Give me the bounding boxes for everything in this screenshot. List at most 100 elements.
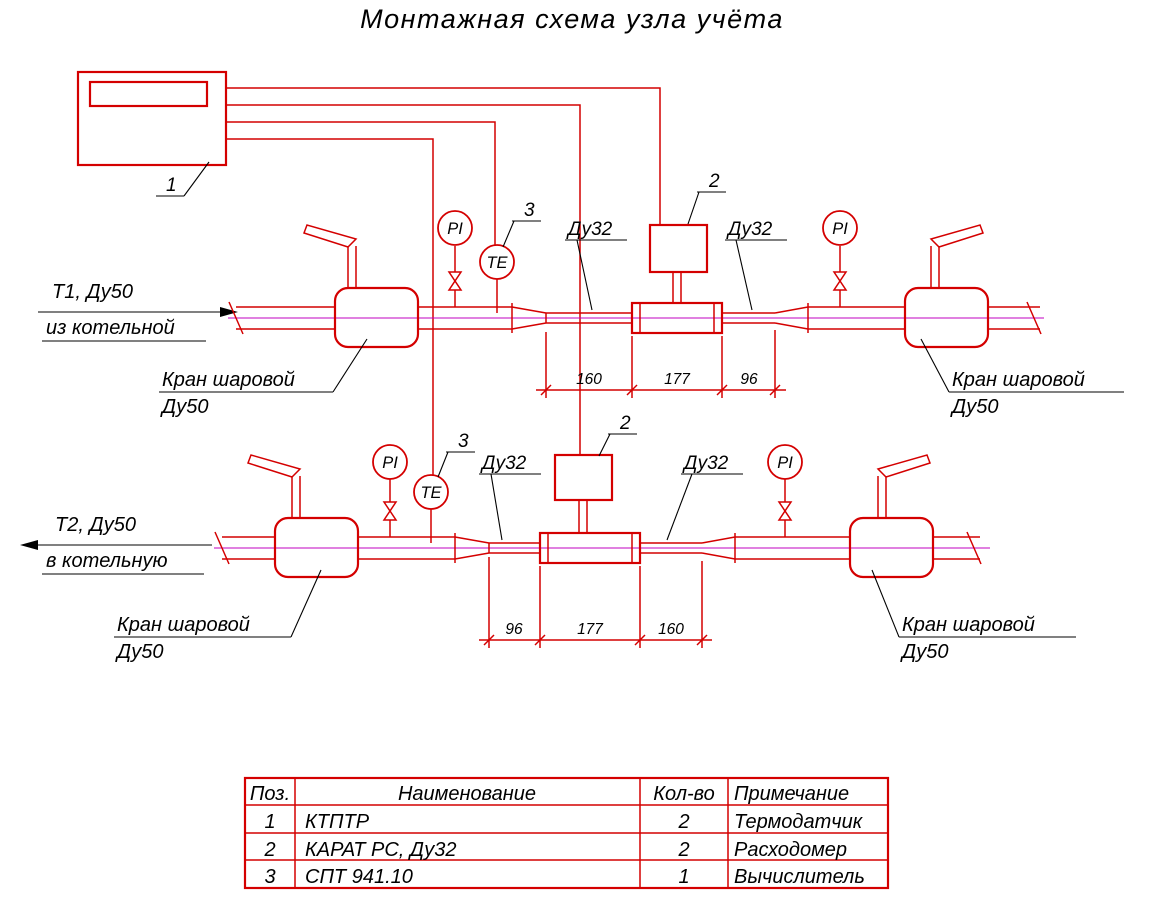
spec-table: Поз. Наименование Кол-во Примечание 1 КТ… [243,776,890,890]
te-sensor: TE 3 [479,200,541,313]
valve-callout: Кран шаровой [117,614,250,636]
supply-flow-sublabel: из котельной [46,317,175,339]
flowmeter-electronics [553,453,614,502]
cell-qty: 2 [677,811,689,833]
te-circle [413,474,449,510]
return-flow-arrowhead [20,540,38,550]
cell-pos: 1 [264,811,275,833]
valve-handle [929,224,984,248]
pi-circle [822,210,858,246]
flowmeter-body [630,301,724,335]
ball-valve-body [903,286,990,349]
ref-label-te: 3 [458,431,469,452]
wire-flowmeter-supply [226,87,661,225]
ref-label-te: 3 [524,200,535,221]
pi-label: PI [777,454,793,472]
dim-tick [534,634,546,646]
valve-handle [303,224,358,248]
du32-label: Ду32 [682,453,729,474]
drawing-title: Монтажная схема узла учёта [360,4,784,34]
ref-leader [290,569,322,638]
heat-computer: 1 [76,70,228,197]
expander [701,552,736,560]
pi-circle [372,444,408,480]
dimension-chain: 96 177 160 [479,557,712,648]
supply-flow-label: T1, Ду50 [52,281,133,303]
pi-label: PI [832,220,848,238]
reducer [511,306,547,314]
du32-label: Ду32 [480,453,527,474]
dim-tick [483,634,495,646]
cell-note: Вычислитель [734,866,865,888]
reducer [454,536,490,544]
table-row: 1 КТПТР 2 Термодатчик [264,811,863,833]
dim-value: 177 [664,371,691,388]
pi-gauge: PI [767,444,803,537]
ball-valve-body [333,286,420,349]
dim-value: 160 [658,621,684,638]
cell-name: СПТ 941.10 [305,866,413,888]
signal-wires [226,87,661,476]
ref-leader [490,473,503,541]
pi-gauge: PI [822,210,858,307]
valve-handle [247,454,302,478]
dim-tick [634,634,646,646]
table-row: 2 КАРАТ РС, Ду32 2 Расходомер [263,839,847,861]
table-row: 3 СПТ 941.10 1 Вычислитель [264,866,864,888]
flowmeter-electronics [648,223,709,274]
ref-leader [735,239,753,311]
dim-tick [716,384,728,396]
wire-flowmeter-return [226,104,581,455]
te-label: TE [486,254,508,272]
pi-label: PI [382,454,398,472]
cell-qty: 2 [677,839,689,861]
ref-leader [666,473,693,541]
wire-te-supply [226,121,496,246]
cell-name: КТПТР [305,811,370,833]
gauge-valve-icon [777,509,793,521]
dim-value: 96 [505,621,523,638]
return-flow-label: T2, Ду50 [55,514,136,536]
ref-leader [183,161,210,197]
ball-valve-body [848,516,935,579]
cell-name: КАРАТ РС, Ду32 [305,839,456,861]
dim-tick [540,384,552,396]
pi-label: PI [447,220,463,238]
dimension-chain: 160 177 96 [536,330,786,398]
valve-callout-size: Ду50 [160,396,209,418]
return-flow-sublabel: в котельную [46,550,168,572]
ref-leader [332,338,368,393]
cell-pos: 2 [263,839,275,861]
cell-note: Термодатчик [734,811,864,833]
table-header-name: Наименование [398,783,536,805]
valve-callout: Кран шаровой [162,369,295,391]
gauge-valve-icon [447,279,463,291]
pipe-break [966,531,982,565]
cell-note: Расходомер [734,839,847,861]
dim-value: 96 [740,371,758,388]
ref-label-computer: 1 [166,175,177,196]
ref-leader [437,451,449,478]
cell-qty: 1 [678,866,689,888]
ref-leader [576,239,593,311]
ref-label-flowmeter: 2 [619,413,631,434]
valve-callout-size: Ду50 [115,641,164,663]
ref-leader [502,220,515,248]
expander [774,322,809,330]
pipeline-return: T2, Ду50 в котельную [20,413,1076,663]
flowmeter-body [538,531,642,565]
dim-tick [696,634,708,646]
dim-tick [769,384,781,396]
reducer [454,552,490,560]
gauge-valve-icon [832,279,848,291]
pi-gauge: PI [437,210,473,307]
heat-computer-body [76,70,228,167]
table-header-pos: Поз. [250,783,290,805]
ball-valve-body [273,516,360,579]
te-label: TE [420,484,442,502]
supply-flow-arrowhead [220,307,238,317]
heat-computer-display [88,80,209,108]
wire-te-return [226,138,434,476]
